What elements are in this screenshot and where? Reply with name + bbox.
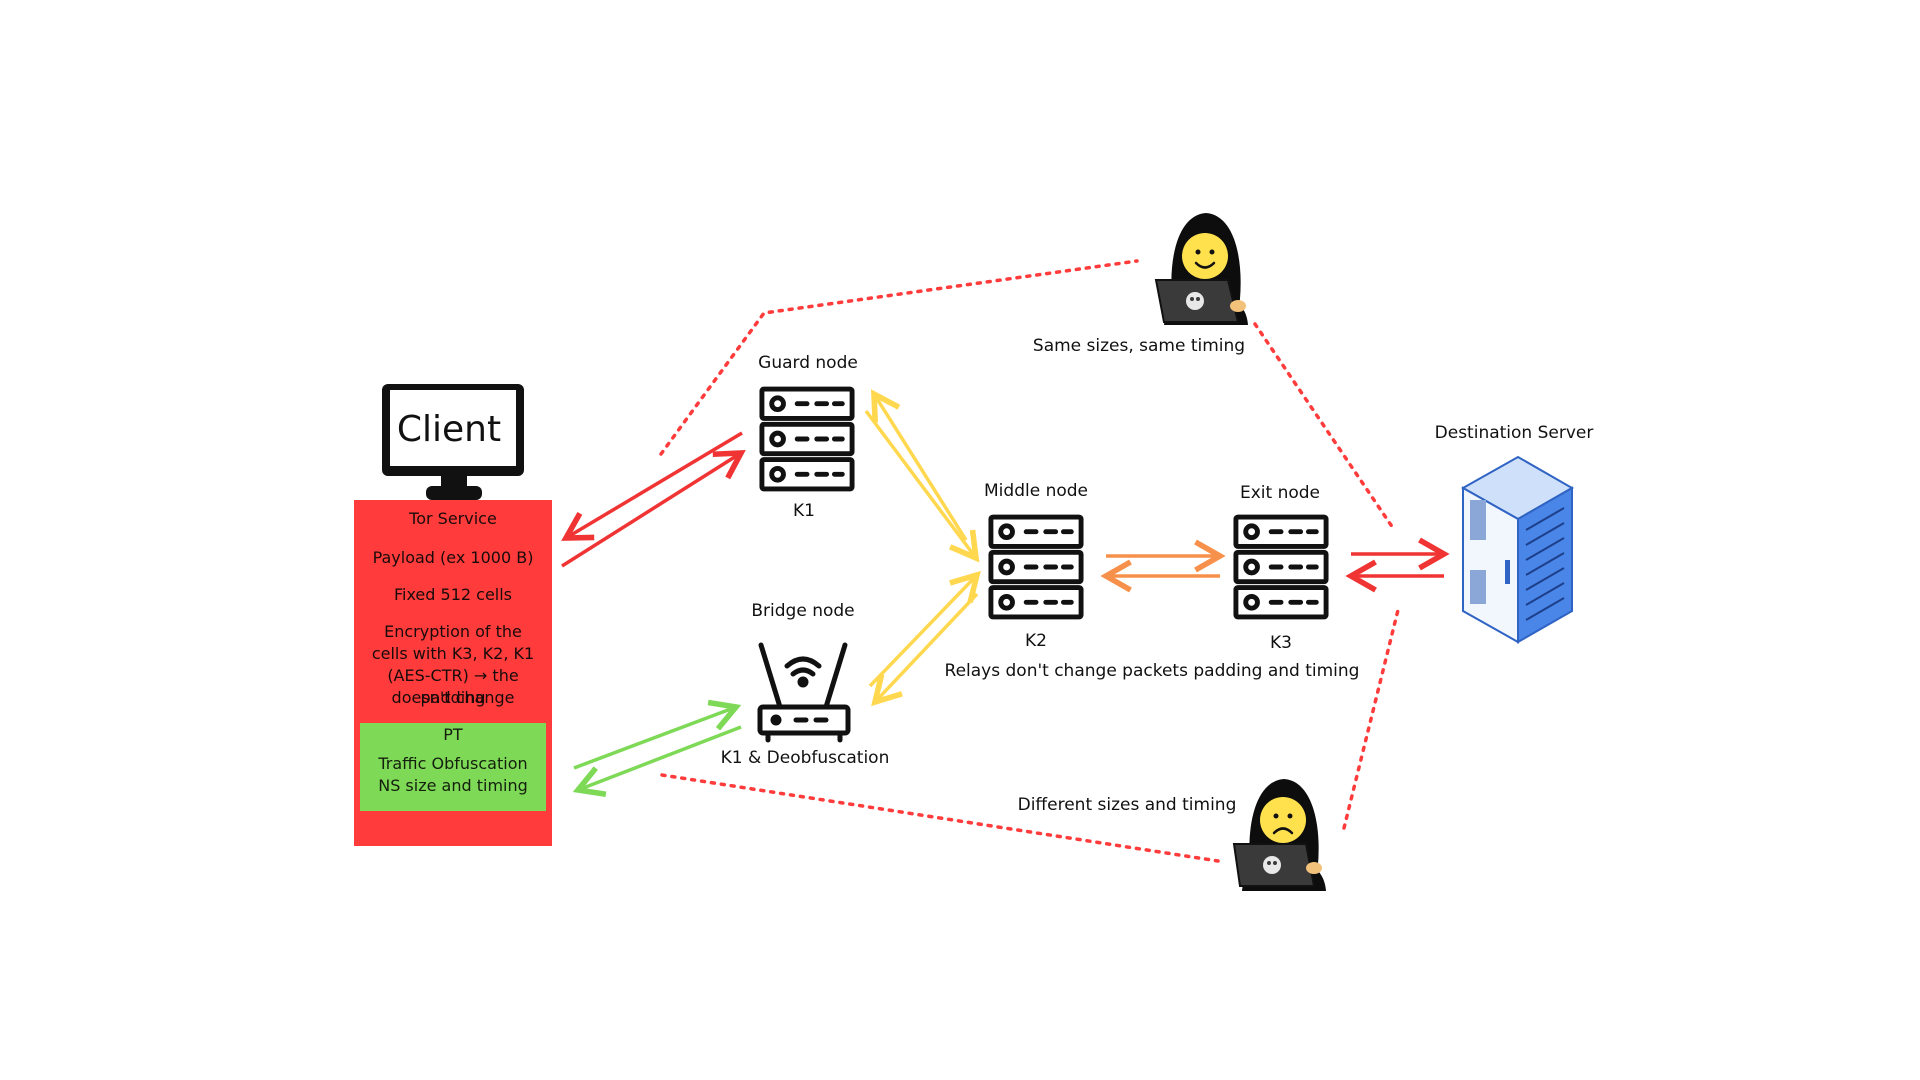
bridge-node-title: Bridge node bbox=[751, 601, 855, 621]
client-monitor-icon bbox=[382, 384, 524, 500]
encryption-line-3: (AES-CTR) → the padding bbox=[387, 666, 519, 707]
client-guard-arrows bbox=[561, 431, 746, 568]
middle-exit-arrows bbox=[1100, 539, 1226, 593]
observation-lines bbox=[659, 259, 1401, 863]
guard-middle-arrows bbox=[864, 389, 980, 563]
tor-service-title: Tor Service bbox=[409, 509, 497, 528]
encryption-line-1: Encryption of the bbox=[384, 622, 522, 641]
middle-node-key: K2 bbox=[1025, 631, 1047, 651]
encryption-line-4: doesn't change bbox=[391, 688, 515, 707]
exit-server-icon bbox=[1236, 517, 1326, 617]
middle-server-icon bbox=[991, 517, 1081, 617]
pt-box: PT Traffic Obfuscation NS size and timin… bbox=[360, 723, 546, 811]
top-attacker-note: Same sizes, same timing bbox=[1032, 336, 1246, 356]
router-icon bbox=[757, 642, 851, 743]
client-label: Client bbox=[396, 408, 502, 450]
guard-server-icon bbox=[762, 389, 852, 489]
destination-server-icon bbox=[1460, 455, 1575, 644]
bridge-node-key: K1 & Deobfuscation bbox=[720, 748, 890, 768]
tor-service-box: Tor Service Payload (ex 1000 B) Fixed 51… bbox=[354, 500, 552, 846]
exit-destination-arrows bbox=[1345, 537, 1450, 593]
cells-text: Fixed 512 cells bbox=[393, 585, 513, 604]
sad-attacker-icon bbox=[1232, 779, 1326, 891]
relays-note: Relays don't change packets padding and … bbox=[944, 661, 1360, 681]
encryption-line-2: cells with K3, K2, K1 bbox=[371, 644, 535, 663]
destination-server-title: Destination Server bbox=[1434, 423, 1594, 443]
payload-text: Payload (ex 1000 B) bbox=[372, 548, 534, 567]
pt-title: PT bbox=[443, 725, 463, 744]
client-bridge-arrows bbox=[572, 699, 742, 797]
guard-node-key: K1 bbox=[793, 501, 815, 521]
exit-node-key: K3 bbox=[1270, 633, 1292, 653]
exit-node-title: Exit node bbox=[1239, 483, 1321, 503]
bottom-attacker-note: Different sizes and timing bbox=[1017, 795, 1237, 815]
guard-node-title: Guard node bbox=[758, 353, 858, 373]
pt-line-2: NS size and timing bbox=[378, 776, 528, 795]
pt-line-1: Traffic Obfuscation bbox=[378, 754, 528, 773]
middle-node-title: Middle node bbox=[984, 481, 1088, 501]
happy-attacker-icon bbox=[1154, 213, 1248, 325]
bridge-middle-arrows bbox=[868, 570, 981, 707]
